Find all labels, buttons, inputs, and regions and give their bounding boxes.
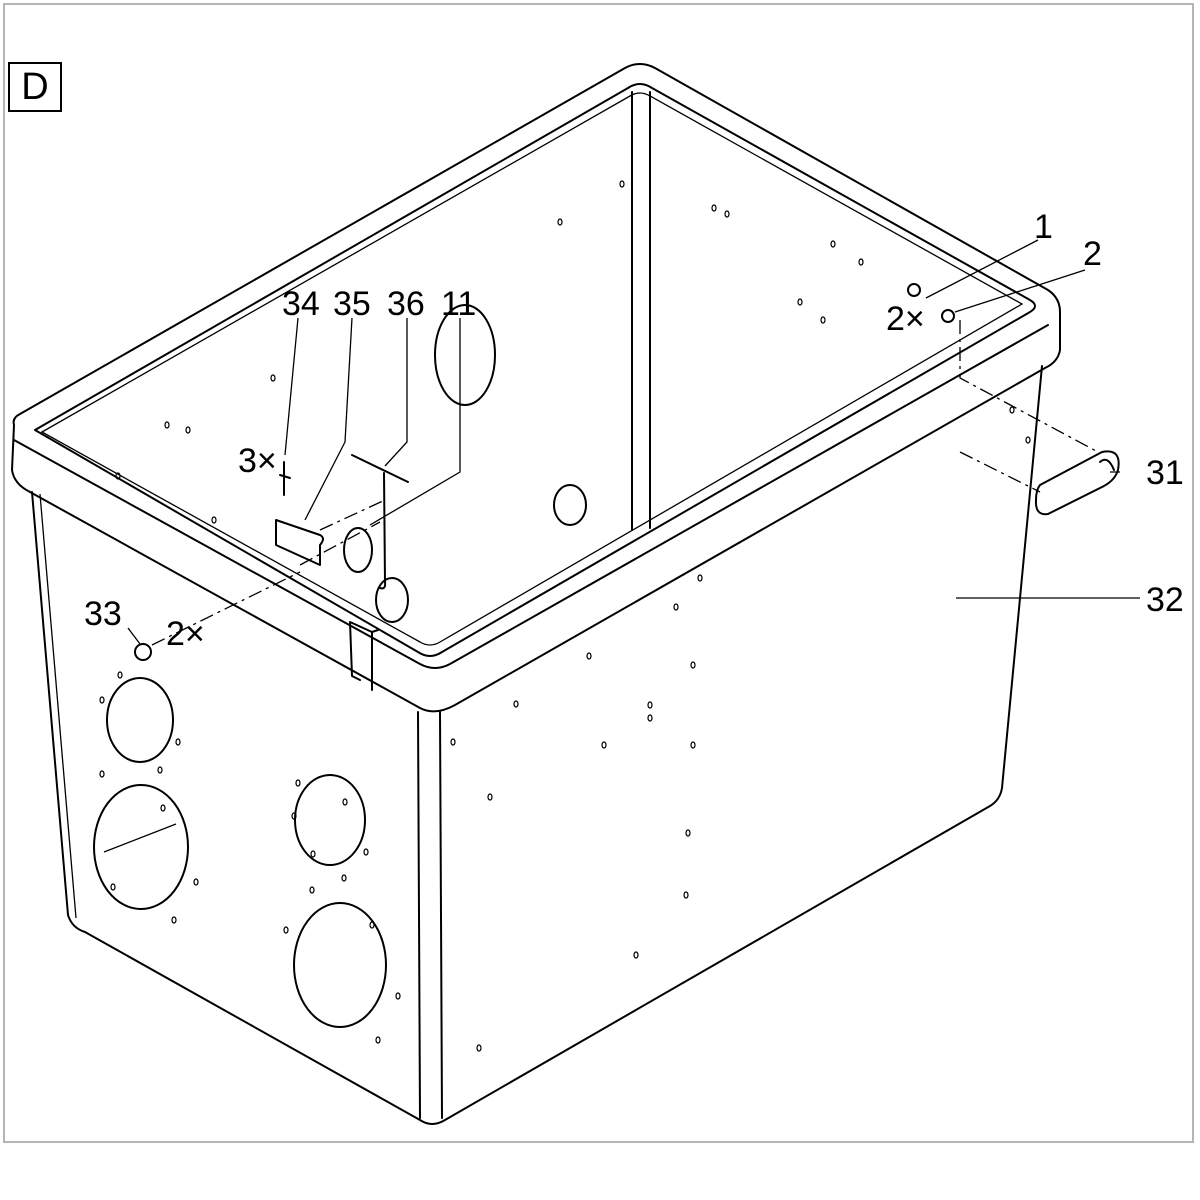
bracket (275, 519, 324, 566)
mounting-hole (797, 298, 803, 306)
mounting-hole (363, 848, 369, 856)
ring (375, 577, 409, 623)
handle[interactable] (1034, 450, 1120, 516)
mounting-hole (369, 921, 375, 929)
hole (93, 784, 189, 910)
quantity-bolts: 2× (886, 300, 925, 338)
mounting-hole (690, 741, 696, 749)
mounting-hole (601, 741, 607, 749)
mounting-hole (1009, 406, 1015, 414)
callout-34: 34 (282, 285, 320, 323)
box-body (31, 365, 1043, 1125)
hole (553, 484, 587, 526)
hole (434, 304, 496, 406)
washer (941, 309, 955, 323)
mounting-hole (830, 240, 836, 248)
clip (279, 461, 291, 496)
body-edge-left (39, 493, 77, 919)
mounting-hole (858, 258, 864, 266)
view-label: D (8, 62, 62, 112)
ring (343, 527, 373, 573)
mounting-hole (99, 696, 105, 704)
callout-32: 32 (1146, 581, 1184, 619)
mounting-hole (211, 516, 217, 524)
mounting-hole (171, 916, 177, 924)
mounting-hole (487, 793, 493, 801)
rim-top-edge (13, 324, 1049, 669)
mounting-hole (513, 700, 519, 708)
callout-11: 11 (441, 285, 476, 323)
mounting-hole (697, 574, 703, 582)
mounting-hole (711, 204, 717, 212)
hole (106, 677, 174, 763)
front-edge (417, 711, 443, 1119)
mounting-hole (164, 421, 170, 429)
mounting-hole (99, 770, 105, 778)
mounting-hole (283, 926, 289, 934)
mounting-hole (557, 218, 563, 226)
drawing-frame (3, 3, 1194, 1143)
callout-33: 33 (84, 595, 122, 633)
callout-31: 31 (1146, 454, 1184, 492)
mounting-hole (690, 661, 696, 669)
rim-clamp (349, 621, 379, 691)
mounting-hole (291, 812, 297, 820)
pin (351, 454, 409, 590)
mounting-hole (619, 180, 625, 188)
callout-36: 36 (387, 285, 425, 323)
mounting-hole (673, 603, 679, 611)
mounting-hole (342, 798, 348, 806)
leader-lines (127, 239, 1140, 645)
mounting-hole (476, 1044, 482, 1052)
mounting-hole (309, 886, 315, 894)
mounting-hole (375, 1036, 381, 1044)
mounting-hole (633, 951, 639, 959)
mounting-hole (295, 779, 301, 787)
mounting-hole (185, 426, 191, 434)
hole (293, 902, 387, 1028)
mounting-hole (1025, 436, 1031, 444)
hole (294, 774, 366, 866)
mounting-hole (157, 766, 163, 774)
rim-inner-2 (40, 92, 1024, 646)
mounting-hole (450, 738, 456, 746)
rim-inner (34, 83, 1036, 657)
callout-1: 1 (1034, 208, 1053, 246)
hole-divider (103, 823, 177, 853)
callout-35: 35 (333, 285, 371, 323)
mounting-hole (310, 850, 316, 858)
mounting-hole (683, 891, 689, 899)
mounting-hole (117, 671, 123, 679)
screw (134, 643, 152, 661)
mounting-hole (724, 210, 730, 218)
quantity-clips: 3× (238, 442, 277, 480)
callout-2: 2 (1083, 235, 1102, 273)
mounting-hole (647, 701, 653, 709)
axis-line (151, 320, 1099, 646)
mounting-hole (115, 472, 121, 480)
mounting-hole (341, 874, 347, 882)
quantity-screws: 2× (166, 615, 205, 653)
mounting-hole (160, 804, 166, 812)
mounting-hole (193, 878, 199, 886)
mounting-hole (270, 374, 276, 382)
mounting-hole (586, 652, 592, 660)
mounting-hole (395, 992, 401, 1000)
rim-outer (11, 63, 1061, 713)
mounting-hole (110, 883, 116, 891)
mounting-hole (820, 316, 826, 324)
mounting-hole (647, 714, 653, 722)
mounting-hole (175, 738, 181, 746)
bolt (907, 283, 921, 297)
mounting-hole (685, 829, 691, 837)
